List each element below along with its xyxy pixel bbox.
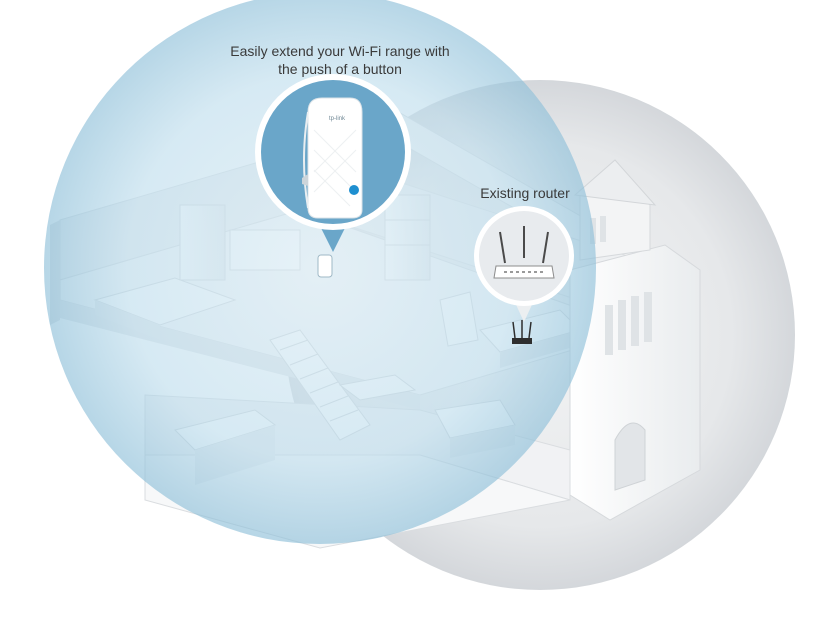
router-caption: Existing router: [480, 185, 570, 201]
wps-button-icon: [349, 185, 359, 195]
extender-callout: tp-link: [255, 74, 411, 252]
range-extender-device: tp-link: [302, 97, 363, 219]
brand-logo: tp-link: [329, 116, 346, 122]
extender-caption-line1: Easily extend your Wi-Fi range with: [230, 43, 450, 59]
extender-in-wall: [317, 254, 333, 278]
router-callout: [474, 206, 574, 322]
extender-caption-line2: the push of a button: [278, 61, 402, 77]
wifi-router-device: [493, 226, 555, 279]
router-on-table: [512, 320, 532, 344]
extender-caption: Easily extend your Wi-Fi range with the …: [200, 42, 480, 78]
